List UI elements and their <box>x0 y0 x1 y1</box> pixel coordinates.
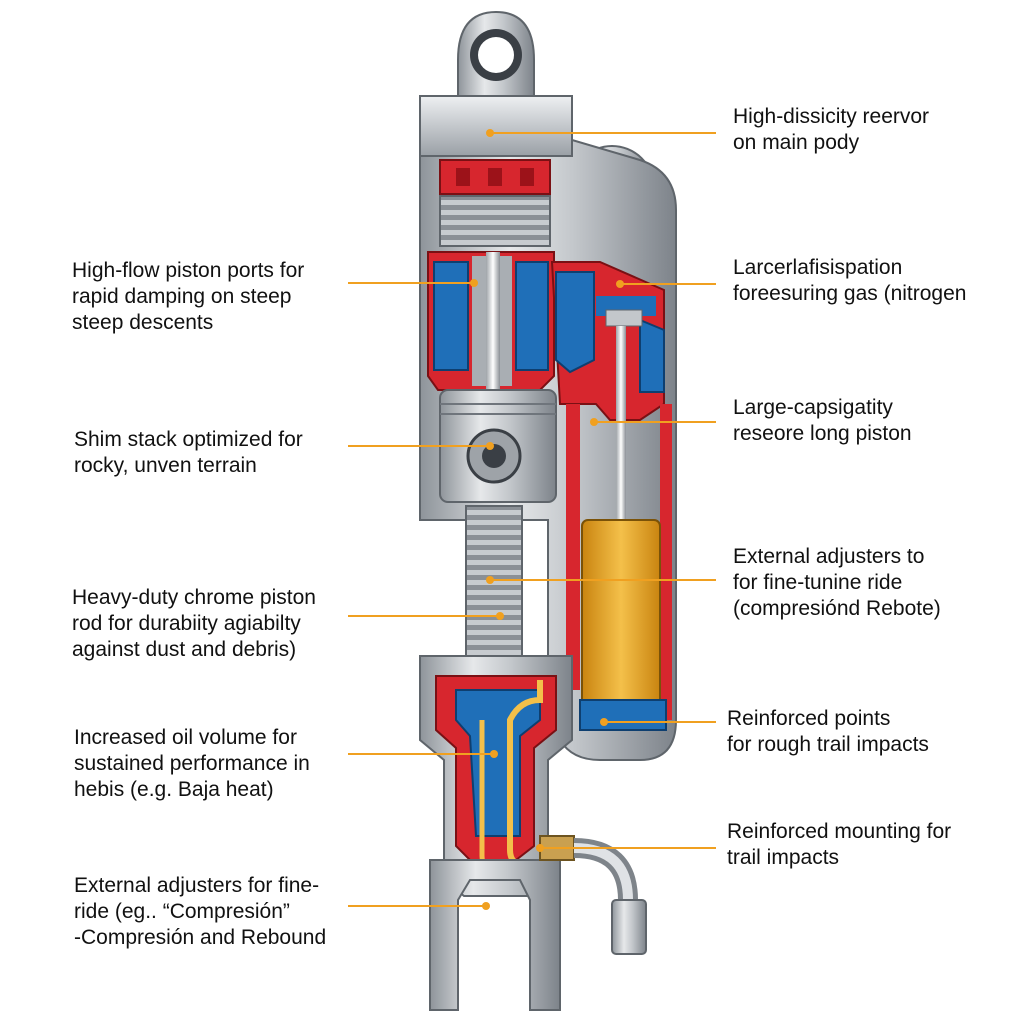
callout-reservoir: High-dissicity reervor on main pody <box>733 105 930 154</box>
callout-piston-ports: High-flow piston ports for rapid damping… <box>72 259 305 334</box>
callout-shim-stack: Shim stack optimized for rocky, unven te… <box>74 428 303 477</box>
leader-piston-rod <box>348 612 504 620</box>
leader-reservoir <box>486 129 716 137</box>
top-eyelet <box>457 10 535 101</box>
callout-piston-rod: Heavy-duty chrome piston rod for durabii… <box>72 586 316 661</box>
leader-piston-ports <box>348 279 478 287</box>
callout-large-piston: Large-capsigatity reseore long piston <box>733 396 912 445</box>
piston <box>439 389 557 503</box>
reservoir-cutaway <box>550 261 672 720</box>
callout-external-adjusters-right: External adjusters to for fine-tunine ri… <box>733 545 941 620</box>
bottom-fork <box>429 859 561 1011</box>
leader-external-adjusters-left <box>348 902 490 910</box>
callout-oil-volume: Increased oil volume for sustained perfo… <box>74 726 310 801</box>
callout-gas-pressure: Larcerlafisispation foreesuring gas (nit… <box>733 256 967 305</box>
leader-large-piston <box>590 418 716 426</box>
leader-reinforced-mounting <box>536 844 716 852</box>
callout-reinforced-mounting: Reinforced mounting for trail impacts <box>727 820 952 869</box>
leader-reinforced-points <box>600 718 716 726</box>
leader-gas-pressure <box>616 280 716 288</box>
gas-cylinder <box>579 519 667 731</box>
lower-body <box>419 655 573 897</box>
main-chamber-cutaway <box>427 251 555 392</box>
callout-external-adjusters-left: External adjusters for fine- ride (eɡ.. … <box>74 874 327 949</box>
leader-external-adjusters-right <box>486 576 716 584</box>
callout-reinforced-points: Reinforced points for rough trail impact… <box>727 707 929 756</box>
leader-oil-volume <box>348 750 498 758</box>
leader-shim-stack <box>348 442 494 450</box>
top-cap-ring <box>439 159 551 247</box>
